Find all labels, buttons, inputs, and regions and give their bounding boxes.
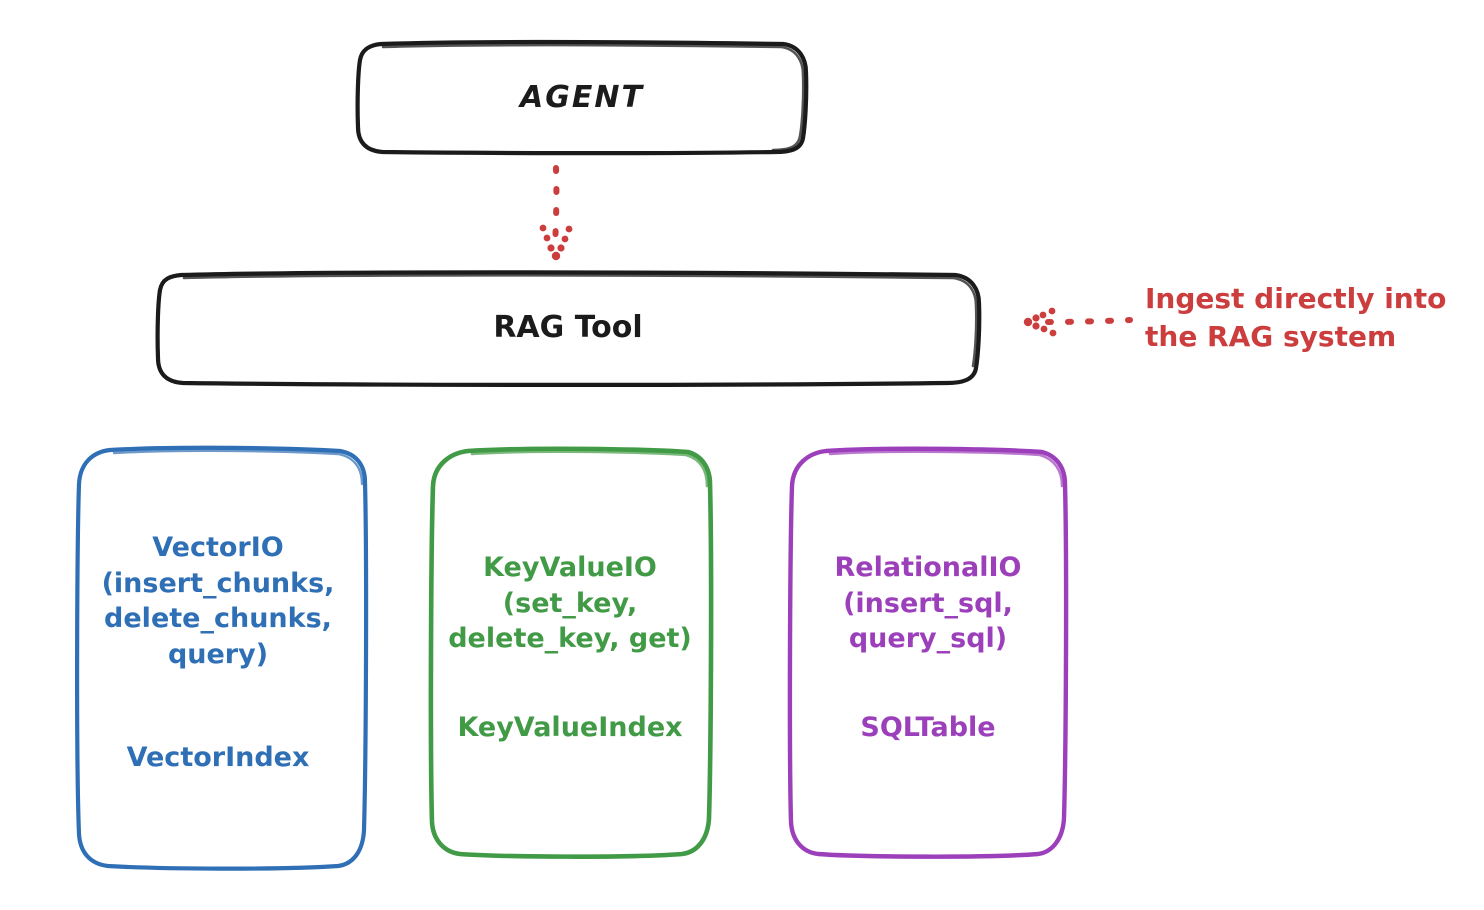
- ingest-annotation-text: Ingest directly into the RAG system: [1145, 282, 1447, 353]
- rag-tool-box-shape: [155, 270, 982, 387]
- vector-io-box-shape: [75, 445, 369, 871]
- ingest-note-arrow: [1023, 307, 1133, 337]
- key-value-io-box-shape: [428, 446, 714, 859]
- agent-box-shape: [355, 40, 809, 156]
- key-value-index-label: KeyValueIndex: [457, 712, 683, 743]
- agent-to-rag-arrow: [539, 165, 573, 261]
- sql-table-label: SQLTable: [860, 712, 996, 743]
- key-value-io-api-label: KeyValueIO (set_key, delete_key, get): [448, 552, 692, 655]
- relational-io-api-label: RelationalIO (insert_sql, query_sql): [834, 552, 1022, 655]
- relational-io-box-shape: [787, 446, 1069, 859]
- vector-io-api-label: VectorIO (insert_chunks, delete_chunks, …: [101, 532, 335, 670]
- vector-index-label: VectorIndex: [126, 742, 310, 773]
